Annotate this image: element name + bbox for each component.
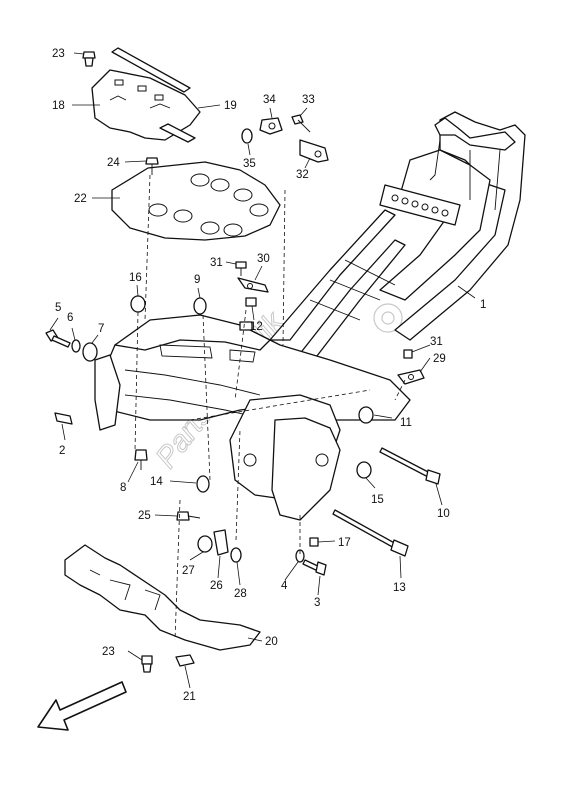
callout-25: 25 [138, 510, 151, 522]
callout-28: 28 [234, 588, 247, 600]
clamp-34 [259, 117, 283, 135]
subframe-holes [391, 194, 449, 217]
bolt-23-top [82, 51, 96, 67]
under-seat-plate [91, 69, 201, 141]
bolt-8 [134, 449, 148, 470]
bolt-33 [291, 114, 311, 133]
callout-27: 27 [182, 565, 195, 577]
main-frame [94, 111, 526, 521]
callout-labels: 23 18 19 24 22 34 33 35 32 31 30 9 16 5 … [52, 48, 486, 703]
callout-11: 11 [400, 417, 412, 429]
callout-31-top: 31 [210, 257, 223, 269]
collar-35 [241, 128, 253, 144]
callout-4: 4 [281, 580, 288, 592]
callout-17: 17 [338, 537, 351, 549]
bracket-32 [299, 139, 329, 163]
plug-2 [54, 412, 73, 425]
leader-lines [49, 52, 476, 689]
bolt-24 [145, 157, 159, 175]
callout-3: 3 [314, 597, 320, 609]
callout-5: 5 [55, 302, 61, 314]
bolt-25 [176, 511, 201, 521]
collar-11 [358, 406, 374, 424]
assembly-dashed-lines [134, 174, 406, 641]
callout-35: 35 [243, 158, 256, 170]
cross-rod [111, 47, 196, 143]
callout-19: 19 [224, 100, 237, 112]
battery-tray [111, 161, 281, 241]
collar-27 [197, 535, 213, 553]
bracket-29 [397, 369, 425, 385]
callout-30: 30 [257, 253, 270, 265]
collar-9 [193, 297, 207, 315]
callout-13: 13 [393, 582, 406, 594]
callout-9: 9 [194, 274, 200, 286]
collar-14 [196, 475, 210, 493]
callout-34: 34 [263, 94, 276, 106]
callout-23-top: 23 [52, 48, 65, 60]
callout-18: 18 [52, 100, 65, 112]
collar-28 [230, 547, 242, 563]
bolt-31-right [403, 349, 413, 359]
callout-26: 26 [210, 580, 223, 592]
bolt-12 [239, 297, 257, 331]
callout-6: 6 [67, 312, 73, 324]
callout-12: 12 [250, 321, 263, 333]
long-bolt-13 [332, 509, 409, 557]
callout-7: 7 [98, 323, 104, 335]
plug-21 [175, 654, 195, 667]
callout-23-bottom: 23 [102, 646, 115, 658]
washer-6 [71, 339, 81, 353]
bracket-30 [237, 277, 269, 293]
callout-1: 1 [480, 299, 486, 311]
callout-8: 8 [120, 482, 126, 494]
callout-33: 33 [302, 94, 315, 106]
bushing-7 [82, 342, 98, 362]
callout-2: 2 [59, 445, 65, 457]
callout-31-right: 31 [430, 336, 443, 348]
long-bolt-10 [379, 447, 441, 485]
callout-15: 15 [371, 494, 384, 506]
front-direction-arrow-icon [37, 681, 127, 731]
bolt-23-bottom [141, 655, 153, 673]
bolt-31-top [235, 261, 247, 276]
lower-guard [64, 544, 261, 651]
clip-17 [309, 537, 319, 547]
callout-24: 24 [107, 157, 120, 169]
callout-29: 29 [433, 353, 446, 365]
callout-16: 16 [129, 272, 142, 284]
callout-20: 20 [265, 636, 278, 648]
callout-10: 10 [437, 508, 450, 520]
callout-32: 32 [296, 169, 309, 181]
collar-15 [356, 461, 372, 479]
callout-21: 21 [183, 691, 196, 703]
watermark-gear-icon [373, 303, 403, 333]
bracket-26 [213, 529, 229, 556]
callout-22: 22 [74, 193, 87, 205]
collar-16 [130, 295, 146, 313]
bolt-3 [302, 559, 327, 576]
callout-14: 14 [150, 476, 163, 488]
bolt-5 [45, 329, 71, 348]
